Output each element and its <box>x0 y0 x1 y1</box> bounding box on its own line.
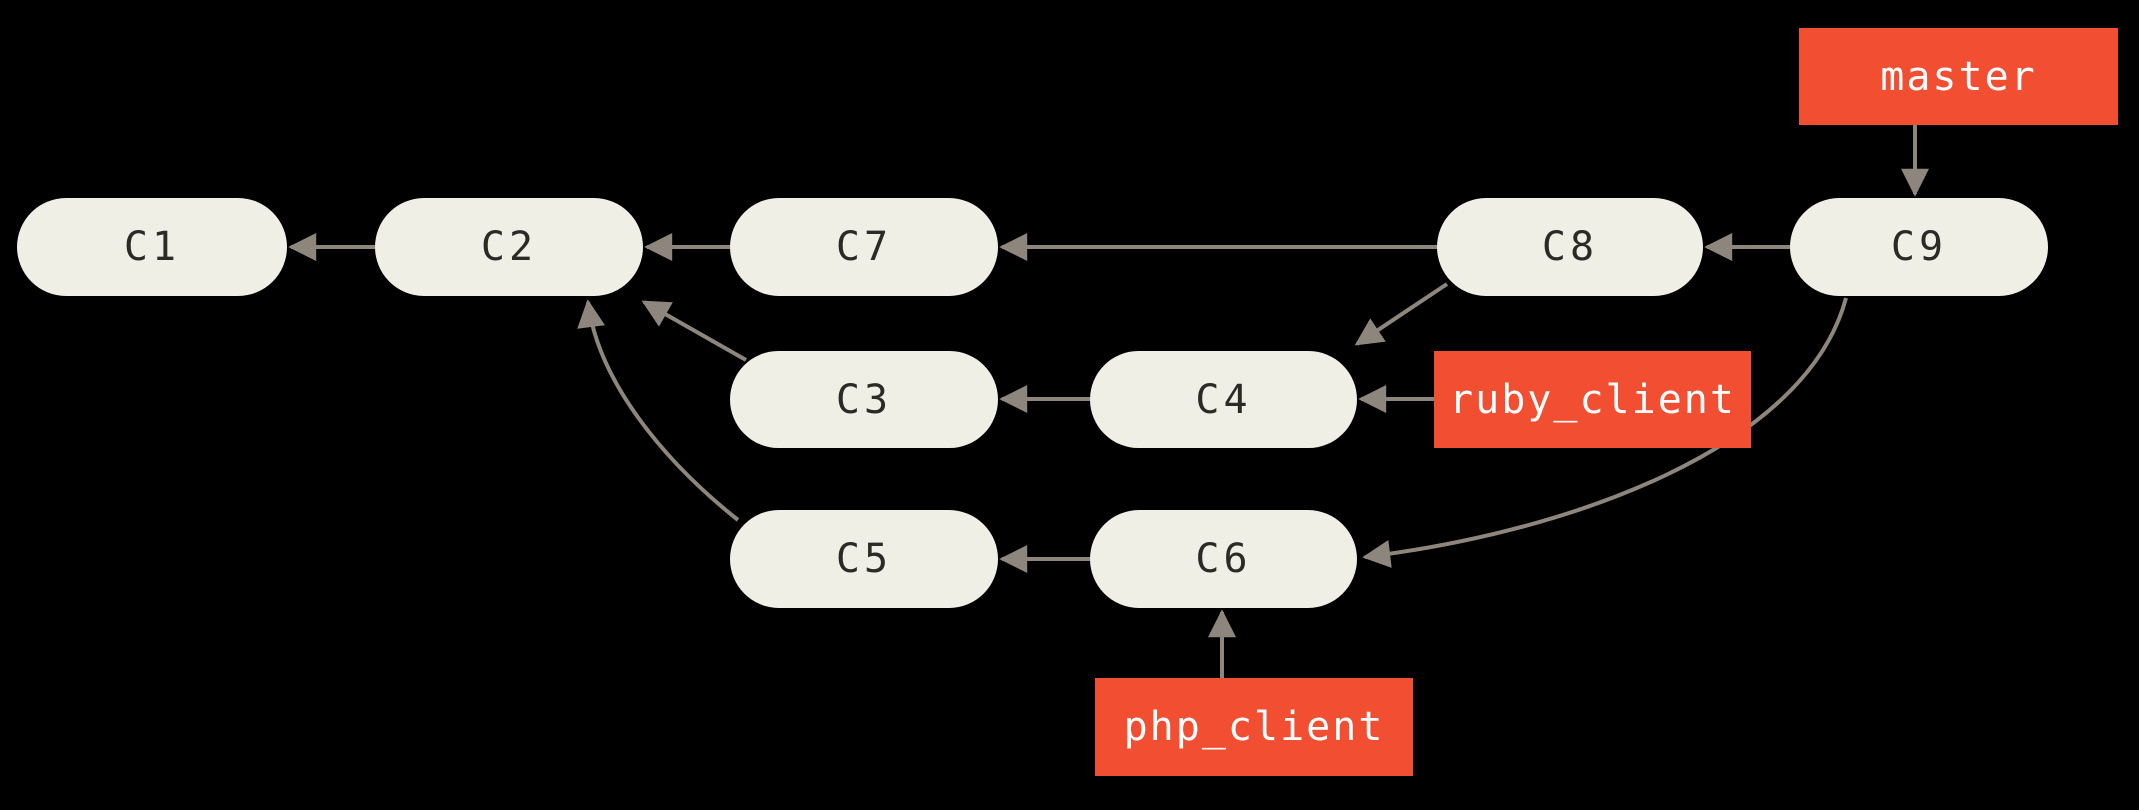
edge-c3-c2 <box>641 300 747 362</box>
edge-c5-c2 <box>577 299 740 522</box>
commit-node-c2: C2 <box>375 198 643 296</box>
branch-label-ruby-client: ruby_client <box>1434 351 1751 448</box>
commit-node-c8: C8 <box>1437 198 1703 296</box>
branch-label-master: master <box>1799 28 2118 125</box>
edge-c9-c6 <box>1362 297 1848 568</box>
edge-c8-c4 <box>1354 282 1449 346</box>
commit-node-c7: C7 <box>730 198 998 296</box>
commit-node-c6: C6 <box>1090 510 1357 608</box>
commit-node-c5: C5 <box>730 510 998 608</box>
commit-node-c4: C4 <box>1090 351 1357 448</box>
commit-node-c9: C9 <box>1790 198 2048 296</box>
branch-label-php-client: php_client <box>1095 678 1413 776</box>
commit-node-c1: C1 <box>17 198 287 296</box>
commit-node-c3: C3 <box>730 351 998 448</box>
